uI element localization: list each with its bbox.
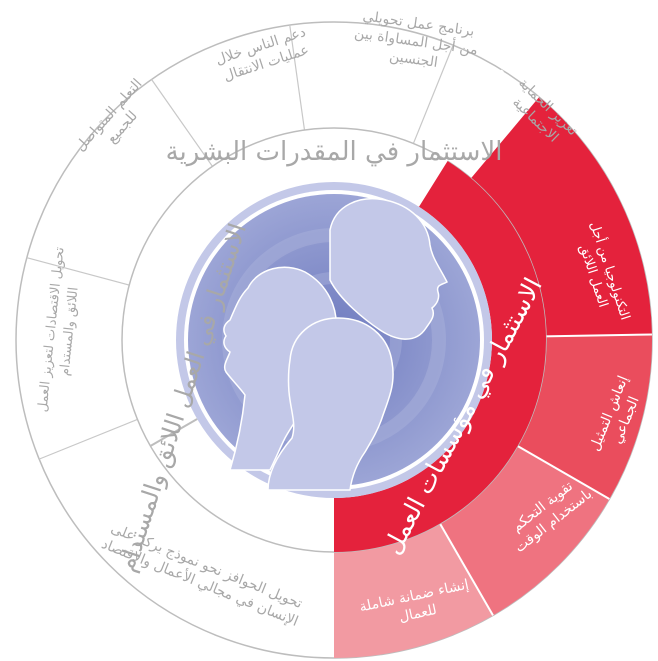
sector-technology	[468, 96, 652, 337]
outer-divider-white	[543, 333, 652, 338]
silhouette-left-head	[223, 266, 337, 471]
sector-labour-guarantee	[334, 521, 493, 658]
outer-divider-grey	[289, 25, 306, 131]
outer-divider-white	[468, 95, 540, 180]
middle-divider-top	[416, 69, 504, 207]
silhouettes-image	[223, 198, 449, 491]
middle-divider-left	[149, 418, 198, 447]
silhouette-right-head	[329, 198, 449, 340]
inner-label-human-capabilities: الاستثمار في المقدرات البشرية	[166, 137, 503, 167]
sector-work-institutions	[334, 160, 546, 552]
sector-time-sovereignty	[439, 445, 610, 616]
outer-divider-white	[438, 521, 494, 616]
silhouette-front-head	[267, 317, 394, 491]
outer-divider-grey	[151, 79, 213, 167]
outer-divider-grey	[26, 257, 130, 286]
sector-collective-representation	[515, 334, 652, 499]
outer-divider-white	[515, 444, 610, 500]
outer-divider-grey	[412, 44, 454, 144]
outer-ring-dividers	[26, 25, 652, 616]
outer-divider-grey	[38, 418, 138, 460]
red-outer-sectors	[334, 96, 652, 658]
